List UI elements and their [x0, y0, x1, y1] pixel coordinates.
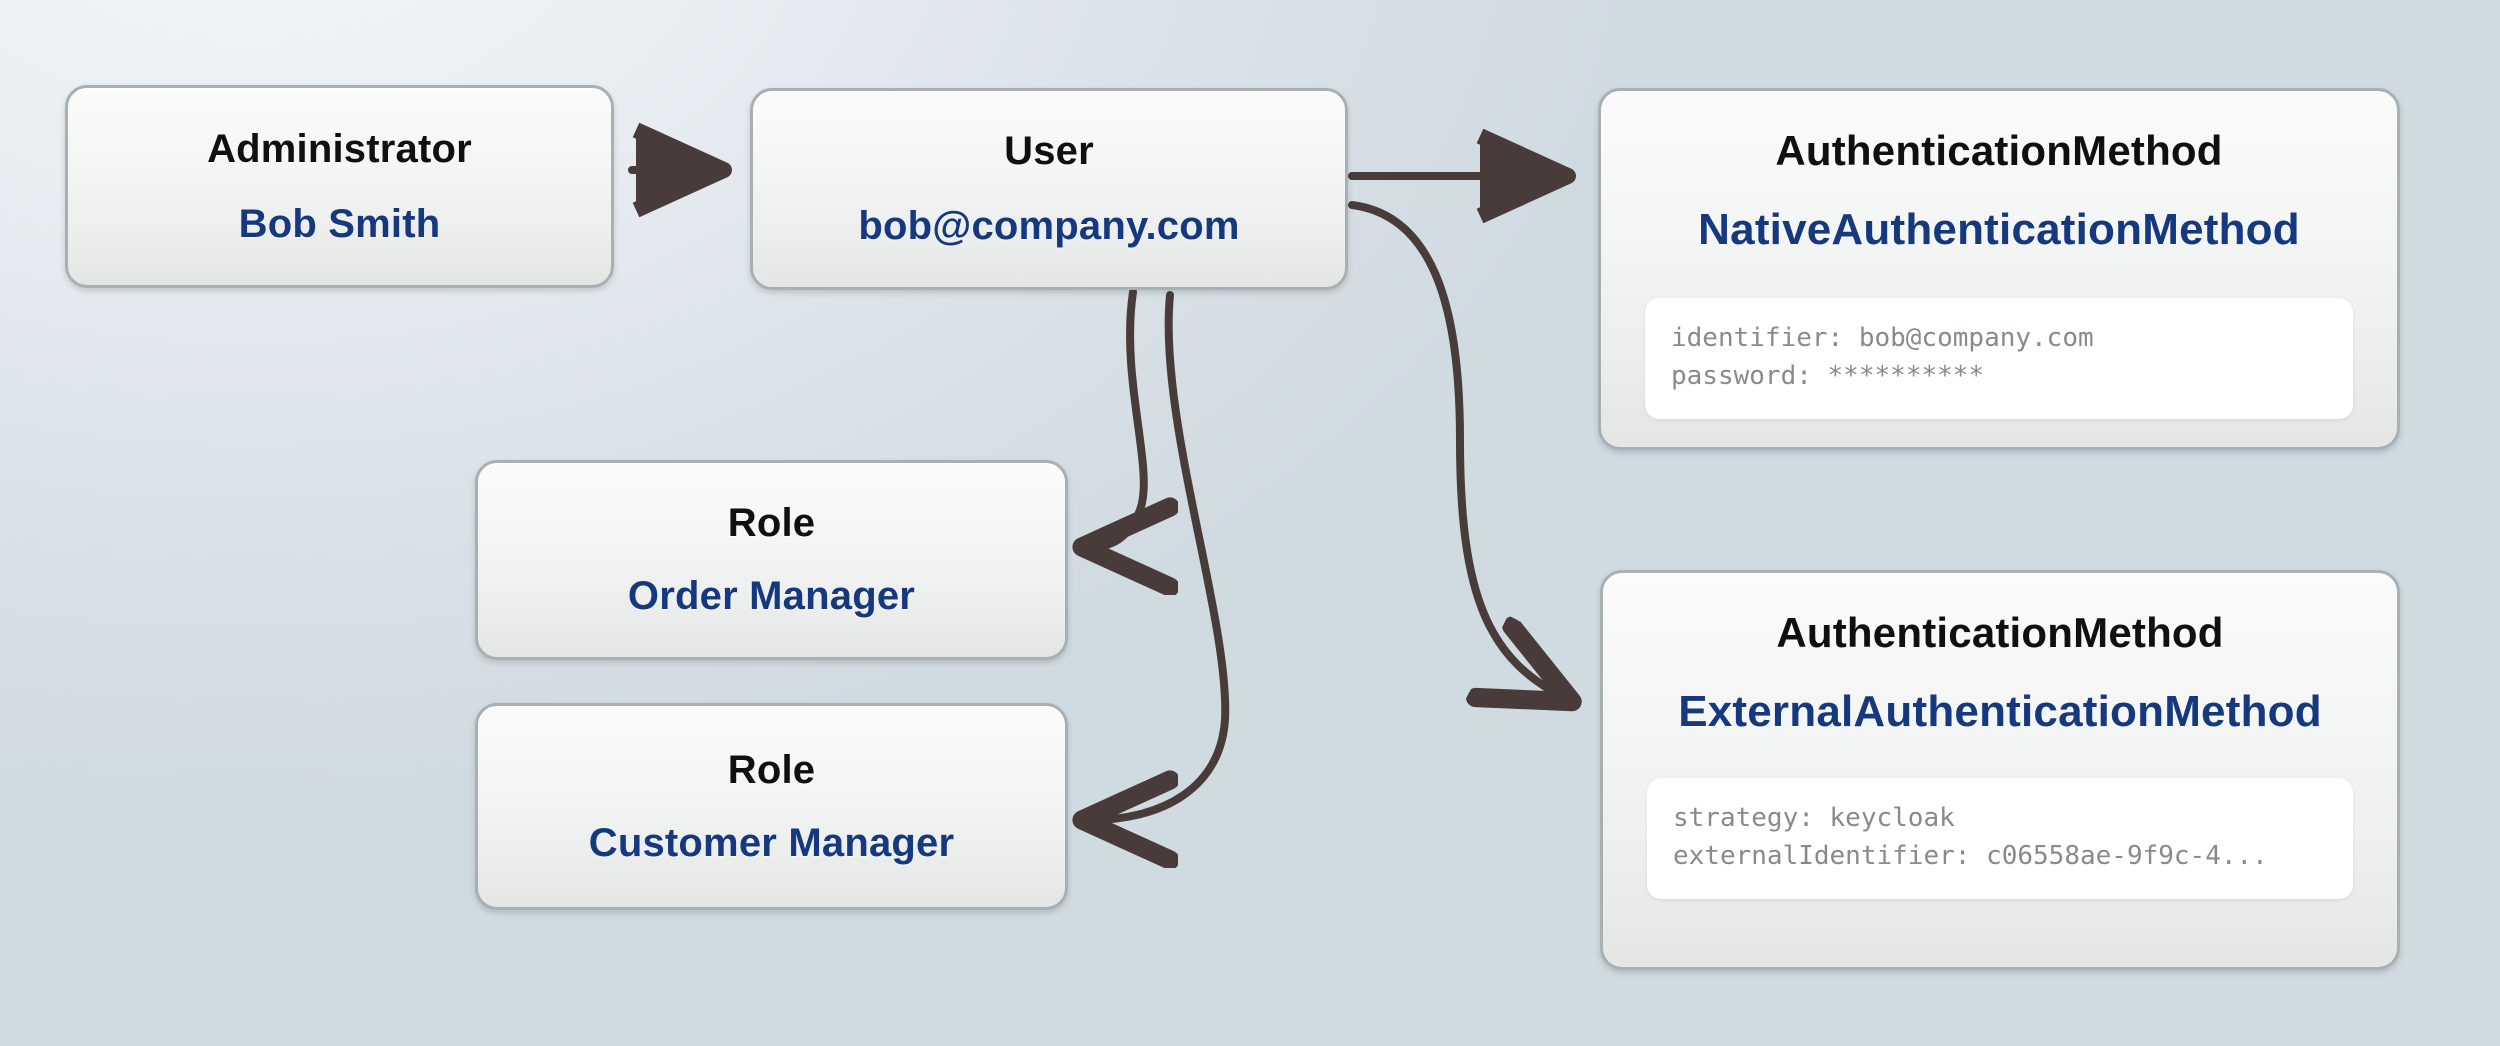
node-external-authentication-method[interactable]: AuthenticationMethod ExternalAuthenticat… — [1600, 570, 2400, 970]
edge-user-to-role-customer-manager — [1090, 291, 1230, 820]
node-administrator[interactable]: Administrator Bob Smith — [65, 85, 614, 288]
node-user-value: bob@company.com — [858, 204, 1240, 248]
node-administrator-type: Administrator — [207, 126, 472, 171]
node-role-order-manager-type: Role — [727, 501, 816, 545]
edge-user-to-role-order-manager — [1090, 288, 1144, 547]
node-user[interactable]: User bob@company.com — [750, 88, 1348, 290]
node-administrator-value: Bob Smith — [238, 201, 441, 246]
external-auth-detail-external-identifier: externalIdentifier: c06558ae-9f9c-4... — [1673, 840, 2268, 871]
node-external-authentication-method-type: AuthenticationMethod — [1776, 609, 2224, 656]
node-role-customer-manager-type: Role — [727, 747, 816, 792]
node-role-order-manager[interactable]: Role Order Manager — [475, 460, 1068, 660]
external-auth-detail-panel: strategy: keycloak externalIdentifier: c… — [1647, 778, 2353, 900]
native-auth-detail-identifier: identifier: bob@company.com — [1671, 323, 2094, 353]
node-external-authentication-method-value: ExternalAuthenticationMethod — [1678, 687, 2322, 736]
node-role-customer-manager-value: Customer Manager — [588, 820, 955, 865]
node-role-customer-manager[interactable]: Role Customer Manager — [475, 703, 1068, 910]
node-native-authentication-method[interactable]: AuthenticationMethod NativeAuthenticatio… — [1598, 88, 2400, 450]
node-user-type: User — [1004, 129, 1094, 173]
node-native-authentication-method-value: NativeAuthenticationMethod — [1698, 205, 2300, 254]
external-auth-detail-strategy: strategy: keycloak — [1673, 803, 1955, 833]
native-auth-detail-panel: identifier: bob@company.com password: **… — [1645, 298, 2353, 420]
edge-user-to-external-auth — [1348, 201, 1565, 698]
native-auth-detail-password: password: ********** — [1671, 360, 1985, 391]
node-native-authentication-method-type: AuthenticationMethod — [1775, 127, 2223, 174]
node-role-order-manager-value: Order Manager — [627, 574, 916, 618]
